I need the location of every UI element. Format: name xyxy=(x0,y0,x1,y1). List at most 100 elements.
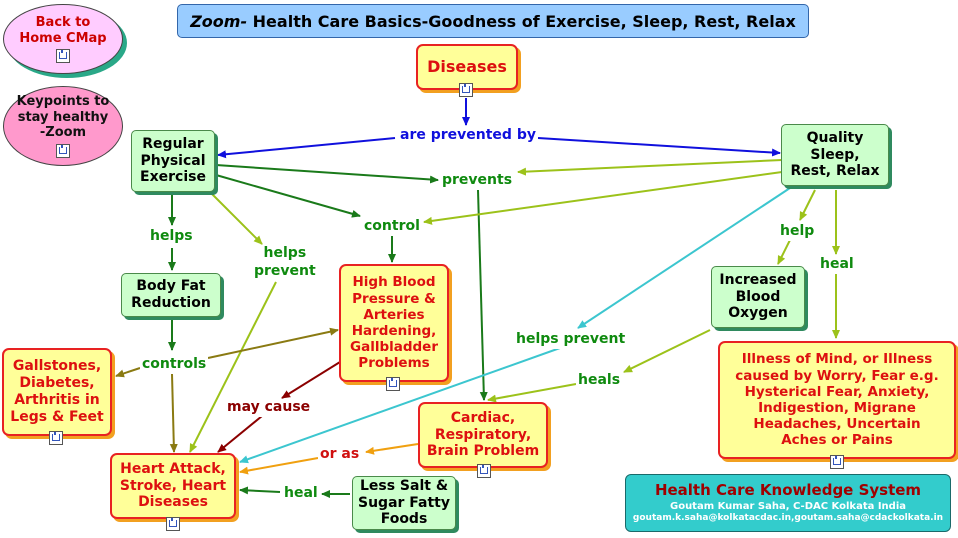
gallstones-line1: Gallstones, xyxy=(12,358,102,375)
concept-heart-attack[interactable]: Heart Attack, Stroke, Heart Diseases xyxy=(110,453,236,519)
keypoints-line1: Keypoints to xyxy=(16,94,110,110)
illness-line1: Illness of Mind, or Illness xyxy=(741,351,933,368)
link-or-as: or as xyxy=(318,446,362,464)
edge-sleep-help xyxy=(799,189,816,221)
concept-diseases-label: Diseases xyxy=(427,57,507,77)
edge-prevented-exercise xyxy=(217,137,396,159)
cmap-link-icon[interactable] xyxy=(830,455,844,469)
illness-line3: Hysterical Fear, Anxiety, xyxy=(744,383,930,400)
edge-controls-bp xyxy=(207,327,339,359)
back-home-line1: Back to xyxy=(35,14,91,30)
exercise-line2: Physical xyxy=(140,152,206,169)
concept-blood-pressure[interactable]: High Blood Pressure & Arteries Hardening… xyxy=(339,264,449,382)
cmap-link-icon[interactable] xyxy=(49,431,63,445)
oxygen-line1: Increased xyxy=(719,271,797,288)
bp-line1: High Blood xyxy=(352,274,436,291)
body-fat-line2: Reduction xyxy=(131,295,211,311)
helps-prevent-line1: helps xyxy=(263,245,307,261)
oxygen-line3: Oxygen xyxy=(728,305,788,322)
link-may-cause: may cause xyxy=(225,399,313,417)
footer-panel: Health Care Knowledge System Goutam Kuma… xyxy=(625,474,951,532)
title-prefix: Zoom- xyxy=(190,11,248,31)
less-salt-line3: Foods xyxy=(380,511,428,528)
heart-line3: Diseases xyxy=(138,494,208,511)
edge-sleep-control xyxy=(423,171,783,225)
edge-heals-cardiac xyxy=(487,383,577,403)
map-title: Zoom- Health Care Basics-Goodness of Exe… xyxy=(177,4,809,38)
link-heals: heals xyxy=(576,372,623,390)
concept-oxygen[interactable]: Increased Blood Oxygen xyxy=(711,266,805,328)
bp-line2: Pressure & xyxy=(352,290,436,307)
cmap-link-icon[interactable] xyxy=(459,83,473,97)
bp-line6: Problems xyxy=(358,355,430,372)
link-helps: helps xyxy=(148,228,195,246)
edge-help-oxygen xyxy=(777,239,791,265)
exercise-line3: Exercise xyxy=(140,169,206,186)
illness-line5: Headaches, Uncertain xyxy=(753,416,921,433)
edge-prevents-cardiac xyxy=(477,189,488,401)
edge-helpsprevent-heart2 xyxy=(239,347,561,464)
footer-author: Goutam Kumar Saha, C-DAC Kolkata India xyxy=(669,501,907,513)
sleep-line2: Sleep, xyxy=(810,146,860,163)
gallstones-line2: Diabetes, xyxy=(19,375,95,392)
edge-exercise-helpsprevent xyxy=(209,191,263,245)
edge-exercise-control xyxy=(215,174,361,218)
cardiac-line1: Cardiac, xyxy=(450,409,516,426)
edge-oxygen-heals xyxy=(623,329,711,373)
illness-line6: Aches or Pains xyxy=(781,432,893,449)
less-salt-line1: Less Salt & xyxy=(359,477,449,494)
keypoints-line2: stay healthy xyxy=(17,109,109,125)
gallstones-line3: Arthritis in xyxy=(14,392,100,408)
edge-oras-heart xyxy=(239,457,319,475)
edge-prevented-sleep xyxy=(537,137,781,157)
concept-sleep[interactable]: Quality Sleep, Rest, Relax xyxy=(781,124,889,186)
cmap-link-icon[interactable] xyxy=(56,49,70,64)
bp-line5: Gallbladder xyxy=(350,339,438,356)
exercise-line1: Regular xyxy=(142,135,204,152)
edge-helpsprevent-heart xyxy=(189,281,277,453)
back-home-line2: Home CMap xyxy=(19,30,107,46)
link-heal-bottom: heal xyxy=(282,485,320,503)
concept-illness[interactable]: Illness of Mind, or Illness caused by Wo… xyxy=(718,341,956,459)
cmap-link-icon[interactable] xyxy=(386,377,400,391)
body-fat-line1: Body Fat xyxy=(136,278,206,295)
less-salt-line2: Sugar Fatty xyxy=(358,494,450,511)
sleep-line1: Quality xyxy=(806,129,864,146)
link-are-prevented-by: are prevented by xyxy=(398,127,538,145)
edge-sleep-helpsprevent xyxy=(577,187,791,329)
cardiac-line3: Brain Problem xyxy=(426,443,540,460)
cmap-link-icon[interactable] xyxy=(477,464,491,478)
keypoints-line3: -Zoom xyxy=(39,125,87,141)
cmap-link-icon[interactable] xyxy=(56,143,70,158)
edge-maycause-heart xyxy=(217,415,263,453)
edge-sleep-prevents xyxy=(517,159,783,176)
edge-heal-heart xyxy=(239,486,281,495)
link-controls: controls xyxy=(140,356,209,374)
heart-line2: Stroke, Heart xyxy=(119,477,227,494)
cmap-link-icon[interactable] xyxy=(166,517,180,531)
heart-line1: Heart Attack, xyxy=(120,460,226,477)
edge-bp-maycause xyxy=(281,361,341,399)
concept-cardiac[interactable]: Cardiac, Respiratory, Brain Problem xyxy=(418,402,548,468)
cardiac-line2: Respiratory, xyxy=(434,426,532,443)
concept-exercise[interactable]: Regular Physical Exercise xyxy=(131,130,215,192)
gallstones-line4: Legs & Feet xyxy=(10,408,104,425)
concept-less-salt[interactable]: Less Salt & Sugar Fatty Foods xyxy=(352,476,456,530)
back-home-cmap-link[interactable]: Back to Home CMap xyxy=(3,4,123,74)
link-prevents: prevents xyxy=(440,172,515,190)
edge-controls-gallstones xyxy=(115,367,141,378)
bp-line3: Arteries xyxy=(363,306,425,323)
helps-prevent-line2: prevent xyxy=(254,262,316,279)
illness-line2: caused by Worry, Fear e.g. xyxy=(735,367,939,384)
keypoints-link[interactable]: Keypoints to stay healthy -Zoom xyxy=(3,86,123,166)
edge-controls-heart xyxy=(169,373,178,453)
concept-gallstones[interactable]: Gallstones, Diabetes, Arthritis in Legs … xyxy=(2,348,112,436)
edge-cardiac-oras xyxy=(365,443,419,455)
illness-line4: Indigestion, Migrane xyxy=(758,400,916,416)
bp-line4: Hardening, xyxy=(351,323,437,339)
footer-email: goutam.k.saha@kolkatacdac.in,goutam.saha… xyxy=(632,513,944,524)
link-helps-prevent-right: helps prevent xyxy=(514,331,628,349)
link-control: control xyxy=(362,218,422,236)
concept-body-fat[interactable]: Body Fat Reduction xyxy=(121,273,221,317)
